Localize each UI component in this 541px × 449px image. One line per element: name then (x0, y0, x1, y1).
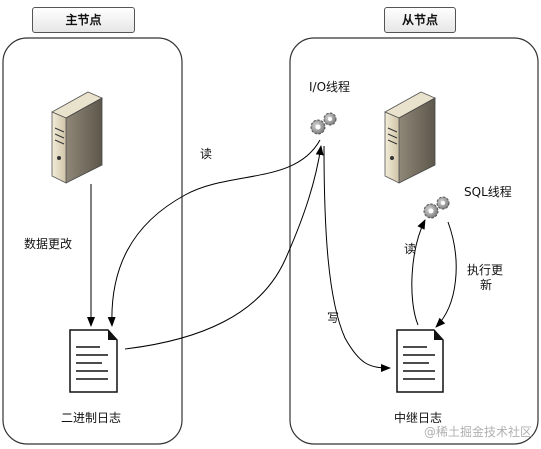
write-relay-arrow (323, 145, 391, 372)
sql-thread-gears-icon (423, 196, 450, 219)
sql-thread-label: SQL线程 (464, 185, 512, 199)
read-binlog-label: 读 (200, 147, 213, 161)
binlog-document-icon (69, 329, 118, 393)
slave-title: 从节点 (384, 7, 456, 33)
binlog-label: 二进制日志 (61, 411, 122, 425)
execute-update-label-2: 新 (480, 278, 493, 292)
binlog-feed-arrow (124, 145, 324, 350)
master-panel (2, 37, 183, 445)
master-title: 主节点 (32, 7, 135, 33)
master-server-icon (51, 91, 103, 184)
execute-update-arrow (435, 221, 457, 328)
io-thread-gears-icon (310, 112, 337, 135)
relay-log-document-icon (396, 329, 444, 393)
watermark: @稀土掘金技术社区 (424, 425, 533, 439)
relay-log-label: 中继日志 (394, 411, 443, 425)
read-binlog-arrow (107, 139, 321, 327)
data-change-label: 数据更改 (24, 237, 73, 251)
io-thread-label: I/O线程 (309, 80, 351, 94)
read-relay-label: 读 (404, 242, 417, 256)
execute-update-label-1: 执行更 (467, 263, 504, 277)
slave-panel (289, 37, 539, 445)
slave-server-icon (384, 91, 436, 184)
write-relay-label: 写 (327, 311, 340, 325)
read-relay-arrow (411, 219, 426, 326)
